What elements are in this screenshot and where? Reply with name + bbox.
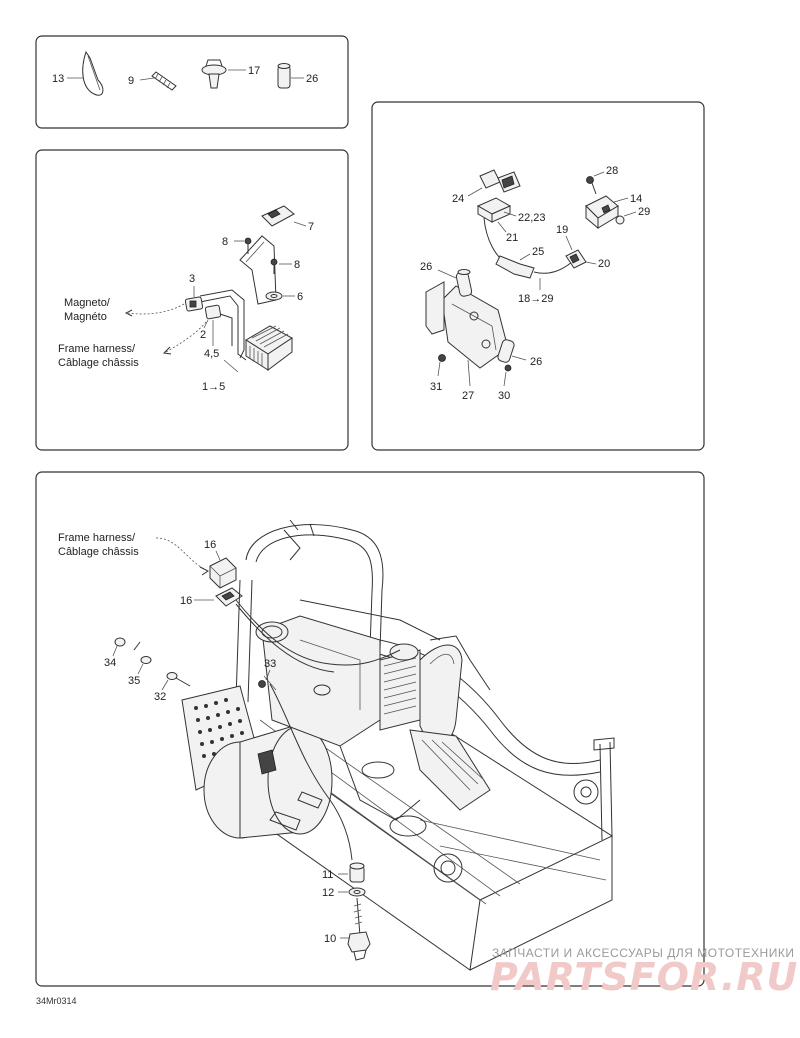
panel-ignition: 24 22,23 21 25 28 <box>371 101 705 451</box>
spark-plug-cap-part <box>565 249 587 269</box>
callout-24: 24 <box>452 193 464 205</box>
panel-frame-assembly: Frame harness/ Câblage châssis 16 16 34 … <box>35 471 705 987</box>
bracket-part <box>261 205 295 227</box>
screw-part <box>151 71 177 91</box>
ignition-coil-part <box>585 195 619 230</box>
spacer-part <box>349 862 365 883</box>
frame-harness-note: Frame harness/ <box>58 343 136 355</box>
callout-18-29: 18→29 <box>518 293 553 305</box>
sleeve-part <box>277 63 291 89</box>
mounting-bracket-part <box>425 281 509 369</box>
callout-32: 32 <box>154 691 166 703</box>
bolt-part <box>166 672 191 687</box>
callout-19: 19 <box>556 224 568 236</box>
callout-28: 28 <box>606 165 618 177</box>
panel-hardware: 13 9 17 26 <box>35 35 349 129</box>
callout-34: 34 <box>104 657 116 669</box>
washer-part <box>140 656 152 664</box>
high-tension-wire <box>483 217 573 279</box>
relay-bracket-part <box>215 587 243 607</box>
stud-bolt-part <box>347 897 371 961</box>
callout-1-5: 1→5 <box>202 381 225 393</box>
callout-12: 12 <box>322 887 334 899</box>
callout-33: 33 <box>264 658 276 670</box>
callout-20: 20 <box>598 258 610 270</box>
frame-harness-note-fr: Câblage châssis <box>58 357 139 369</box>
callout-22-23: 22,23 <box>518 212 546 224</box>
callout-10: 10 <box>324 933 336 945</box>
callout-9: 9 <box>128 75 134 87</box>
watermark-tagline: ЗАПЧАСТИ И АКСЕССУАРЫ ДЛЯ МОТОТЕХНИКИ <box>492 946 794 960</box>
magneto-note-fr: Magnéto <box>64 311 107 323</box>
relay-part <box>209 557 237 589</box>
panel-regulator: 7 8 8 6 <box>35 149 349 451</box>
callout-29: 29 <box>638 206 650 218</box>
sleeve-part <box>455 269 473 297</box>
bolt-part <box>244 237 252 254</box>
callout-16-relay: 16 <box>204 539 216 551</box>
callout-2: 2 <box>200 329 206 341</box>
sleeve-part <box>497 339 515 363</box>
callout-30: 30 <box>498 390 510 402</box>
callout-16-bracket: 16 <box>180 595 192 607</box>
callout-31: 31 <box>430 381 442 393</box>
callout-11: 11 <box>322 869 333 881</box>
callout-3: 3 <box>189 273 195 285</box>
bolt-part <box>586 176 597 195</box>
callout-14: 14 <box>630 193 642 205</box>
watermark: ЗАПЧАСТИ И АКСЕССУАРЫ ДЛЯ МОТОТЕХНИКИ PA… <box>490 946 798 999</box>
nut-part <box>438 354 446 362</box>
connector-part <box>184 296 204 312</box>
callout-8-top: 8 <box>222 236 228 248</box>
callout-26-hardware: 26 <box>306 73 318 85</box>
bolt-part <box>258 680 266 688</box>
screw-part <box>133 641 141 651</box>
cable-tie-part <box>82 50 104 96</box>
wiring-harness <box>235 599 401 861</box>
callout-8-bottom: 8 <box>294 259 300 271</box>
frame-harness-note-main: Frame harness/ <box>58 532 136 544</box>
callout-26-sleeve-top: 26 <box>420 261 432 273</box>
callout-35: 35 <box>128 675 140 687</box>
callout-21: 21 <box>506 232 518 244</box>
muffler-part <box>203 723 333 839</box>
washer-part <box>265 291 283 301</box>
washer-part <box>348 887 366 897</box>
connector-pair-part <box>479 169 521 193</box>
nut-part <box>114 637 126 647</box>
watermark-logo: PARTSFOR.RU <box>490 955 798 999</box>
callout-6: 6 <box>297 291 303 303</box>
callout-26-sleeve-bottom: 26 <box>530 356 542 368</box>
engine-assembly <box>255 615 491 837</box>
bolt-part <box>270 258 278 274</box>
drawing-code: 34Mr0314 <box>36 996 77 1006</box>
magneto-note: Magneto/ <box>64 297 111 309</box>
callout-27: 27 <box>462 390 474 402</box>
cdi-module-part <box>476 197 512 223</box>
voltage-regulator-part <box>245 325 293 371</box>
nut-part <box>615 215 625 225</box>
callout-4-5: 4,5 <box>204 348 219 360</box>
push-rivet-part <box>201 59 227 89</box>
frame-harness-note-main-fr: Câblage châssis <box>58 546 139 558</box>
callout-7: 7 <box>308 221 314 233</box>
callout-25: 25 <box>532 246 544 258</box>
connector-part <box>204 304 222 320</box>
callout-13: 13 <box>52 73 64 85</box>
callout-17: 17 <box>248 65 260 77</box>
bolt-part <box>504 364 512 372</box>
